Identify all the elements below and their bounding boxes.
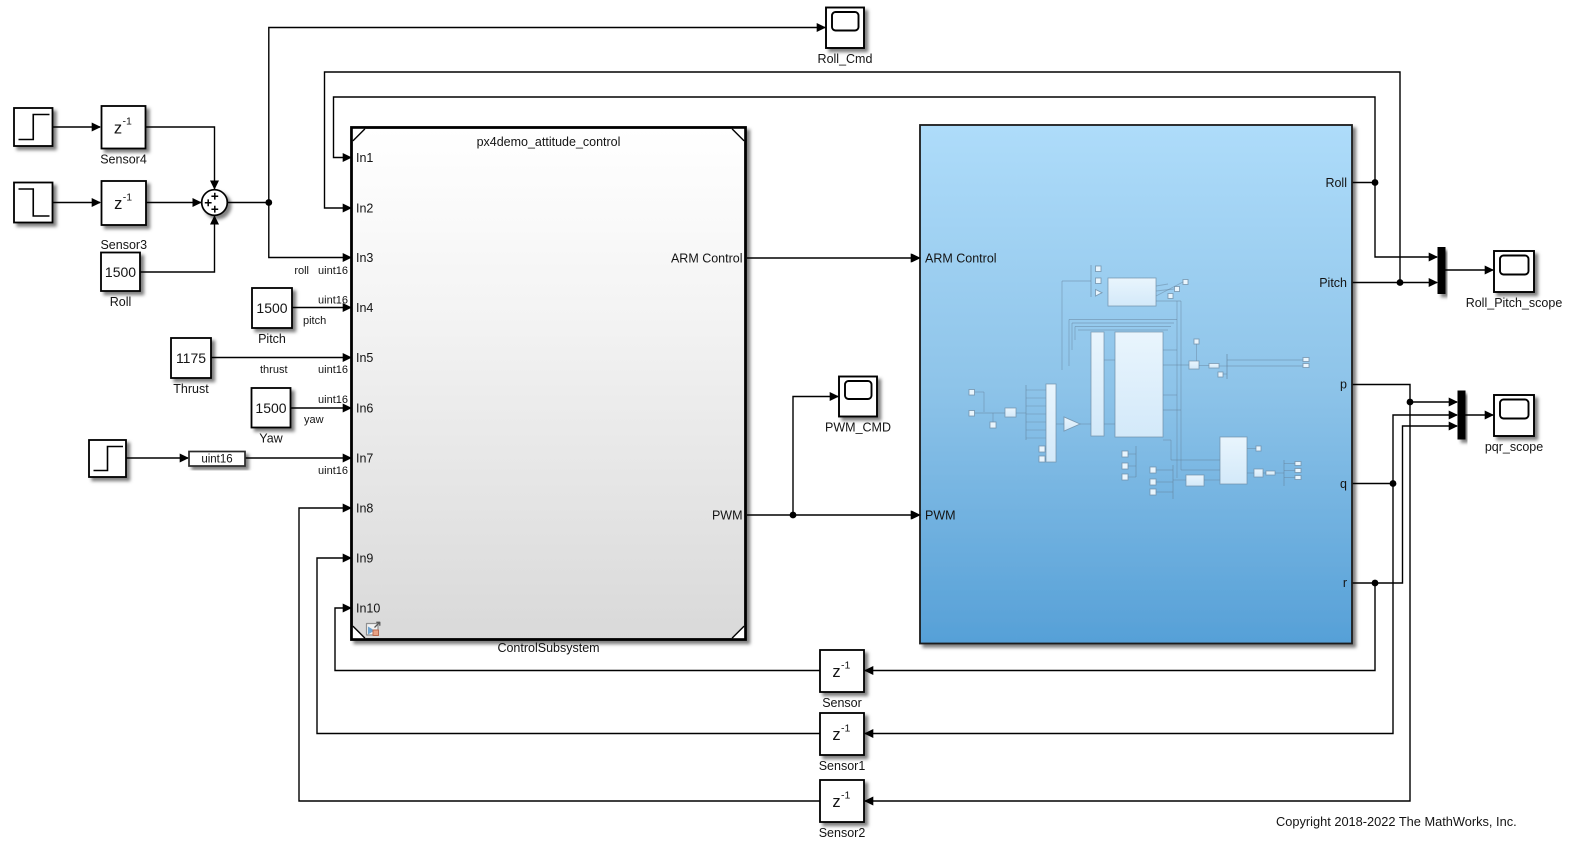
svg-text:In7: In7	[356, 452, 373, 466]
svg-text:-1: -1	[841, 659, 850, 671]
svg-text:ControlSubsystem: ControlSubsystem	[497, 641, 599, 655]
svg-text:Thrust: Thrust	[173, 382, 209, 396]
svg-text:Pitch: Pitch	[258, 332, 286, 346]
svg-text:z: z	[114, 195, 122, 213]
svg-text:PWM: PWM	[925, 509, 956, 523]
svg-text:In4: In4	[356, 301, 373, 315]
svg-text:px4demo_attitude_control: px4demo_attitude_control	[477, 135, 621, 149]
svg-text:Sensor1: Sensor1	[819, 759, 866, 773]
svg-text:PWM_CMD: PWM_CMD	[825, 421, 891, 435]
svg-text:thrust: thrust	[260, 364, 288, 376]
svg-text:1500: 1500	[105, 264, 136, 280]
svg-text:roll: roll	[294, 265, 309, 277]
svg-text:In1: In1	[356, 151, 373, 165]
svg-text:In8: In8	[356, 502, 373, 516]
svg-text:Sensor2: Sensor2	[819, 826, 866, 840]
svg-text:ARM Control: ARM Control	[671, 252, 743, 266]
svg-text:In6: In6	[356, 402, 373, 416]
svg-text:1500: 1500	[256, 300, 287, 316]
svg-text:q: q	[1340, 477, 1347, 491]
svg-text:p: p	[1340, 378, 1347, 392]
svg-text:-1: -1	[841, 722, 850, 734]
svg-text:uint16: uint16	[318, 265, 348, 277]
svg-text:Roll_Pitch_scope: Roll_Pitch_scope	[1466, 296, 1563, 310]
svg-text:1500: 1500	[255, 400, 286, 416]
svg-text:-1: -1	[123, 191, 132, 203]
svg-text:Roll_Cmd: Roll_Cmd	[818, 52, 873, 66]
svg-text:In10: In10	[356, 602, 380, 616]
svg-text:z: z	[832, 726, 840, 744]
svg-text:Yaw: Yaw	[259, 432, 283, 446]
svg-text:Roll: Roll	[110, 295, 132, 309]
svg-text:yaw: yaw	[304, 414, 324, 426]
svg-text:uint16: uint16	[201, 454, 232, 466]
svg-text:Copyright 2018-2022 The MathW: Copyright 2018-2022 The MathWorks, Inc.	[1276, 814, 1517, 829]
svg-text:Sensor: Sensor	[822, 696, 862, 710]
svg-text:pqr_scope: pqr_scope	[1485, 440, 1543, 454]
svg-text:PWM: PWM	[712, 509, 743, 523]
svg-text:r: r	[1343, 576, 1347, 590]
svg-text:uint16: uint16	[318, 394, 348, 406]
svg-text:Sensor4: Sensor4	[100, 153, 147, 167]
svg-text:In3: In3	[356, 251, 373, 265]
svg-text:In2: In2	[356, 202, 373, 216]
svg-text:-1: -1	[123, 116, 132, 128]
svg-text:In5: In5	[356, 351, 373, 365]
svg-text:In9: In9	[356, 552, 373, 566]
svg-text:pitch: pitch	[303, 315, 326, 327]
svg-text:Roll: Roll	[1325, 176, 1347, 190]
svg-text:uint16: uint16	[318, 364, 348, 376]
svg-text:z: z	[832, 793, 840, 811]
svg-text:1175: 1175	[176, 350, 206, 366]
svg-text:Sensor3: Sensor3	[100, 238, 147, 252]
svg-text:z: z	[832, 663, 840, 681]
svg-text:z: z	[114, 119, 122, 137]
svg-text:Pitch: Pitch	[1319, 276, 1347, 290]
svg-text:uint16: uint16	[318, 465, 348, 477]
svg-text:uint16: uint16	[318, 295, 348, 307]
svg-text:-1: -1	[841, 789, 850, 801]
svg-text:ARM Control: ARM Control	[925, 252, 997, 266]
